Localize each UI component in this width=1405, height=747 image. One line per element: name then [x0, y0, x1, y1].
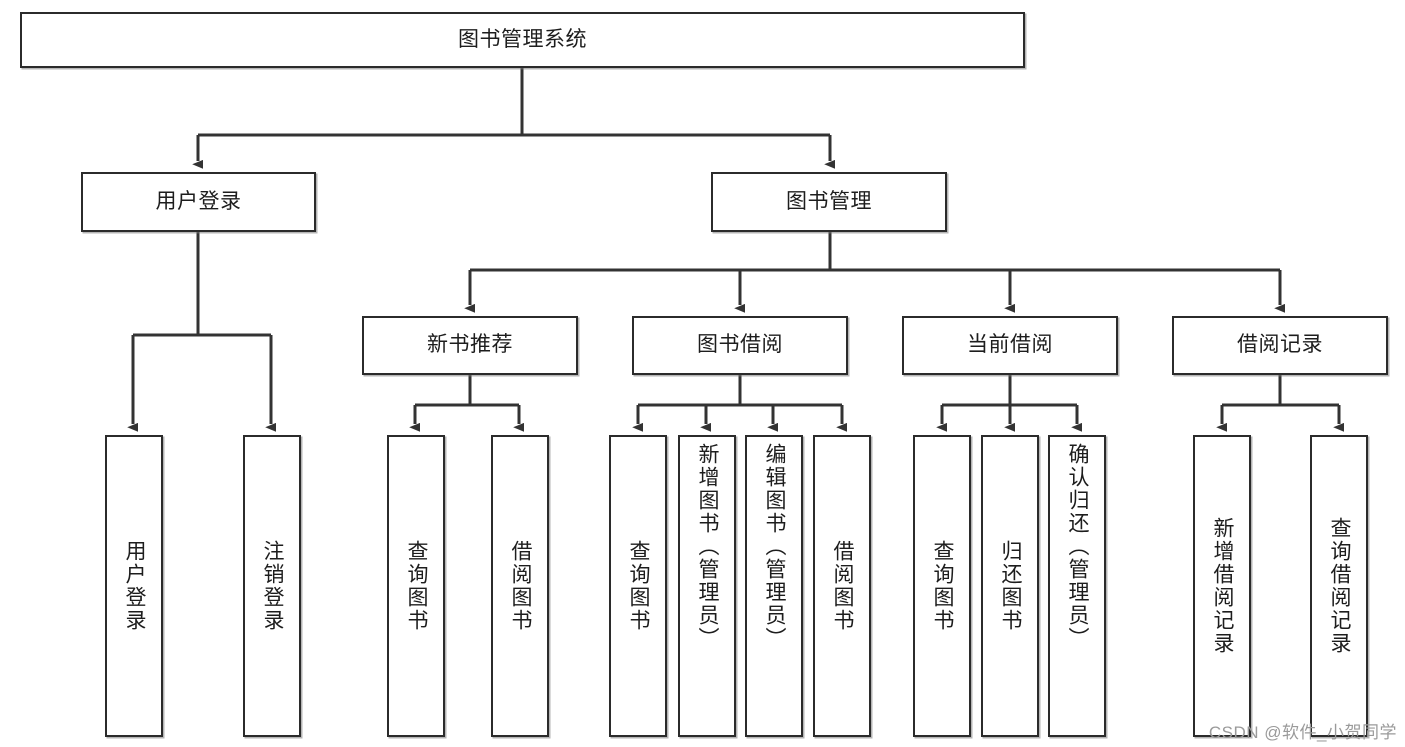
leaf-new-book-query[interactable]: 查询图书: [387, 435, 445, 737]
node-label: 查询借阅记录: [1328, 517, 1352, 655]
node-book-management[interactable]: 图书管理: [711, 172, 947, 232]
leaf-user-login-signin[interactable]: 用户登录: [105, 435, 163, 737]
node-label: 借阅记录: [1237, 333, 1323, 357]
node-label: 用户登录: [155, 189, 242, 213]
node-book-borrow[interactable]: 图书借阅: [632, 316, 848, 375]
node-current-borrow[interactable]: 当前借阅: [902, 316, 1118, 375]
node-label: 确认归还（管理员）: [1066, 443, 1090, 650]
node-label: 查询图书: [405, 540, 429, 632]
leaf-new-book-borrow[interactable]: 借阅图书: [491, 435, 549, 737]
leaf-current-return-book[interactable]: 归还图书: [981, 435, 1039, 737]
node-label: 图书管理: [786, 189, 872, 213]
node-label: 新增借阅记录: [1211, 517, 1235, 655]
leaf-user-login-signout[interactable]: 注销登录: [243, 435, 301, 737]
node-label: 查询图书: [627, 540, 651, 632]
node-label: 编辑图书（管理员）: [763, 443, 787, 650]
node-user-login[interactable]: 用户登录: [81, 172, 316, 232]
node-label: 归还图书: [999, 540, 1023, 632]
leaf-current-query-book[interactable]: 查询图书: [913, 435, 971, 737]
node-label: 用户登录: [123, 540, 147, 632]
node-label: 借阅图书: [509, 540, 533, 632]
node-label: 当前借阅: [967, 333, 1053, 357]
node-label: 借阅图书: [831, 540, 855, 632]
leaf-records-add-record[interactable]: 新增借阅记录: [1193, 435, 1251, 737]
csdn-watermark: CSDN @软件_小贺同学: [1208, 723, 1397, 742]
node-label: 注销登录: [261, 540, 285, 632]
leaf-current-confirm-return-admin[interactable]: 确认归还（管理员）: [1048, 435, 1106, 737]
node-borrow-records[interactable]: 借阅记录: [1172, 316, 1388, 375]
node-label: 查询图书: [931, 540, 955, 632]
node-label: 图书借阅: [697, 333, 783, 357]
leaf-borrow-edit-book-admin[interactable]: 编辑图书（管理员）: [745, 435, 803, 737]
node-new-book-recommend[interactable]: 新书推荐: [362, 316, 578, 375]
node-label: 新增图书（管理员）: [696, 443, 720, 650]
leaf-records-query-record[interactable]: 查询借阅记录: [1310, 435, 1368, 737]
leaf-borrow-add-book-admin[interactable]: 新增图书（管理员）: [678, 435, 736, 737]
node-root-system[interactable]: 图书管理系统: [20, 12, 1025, 68]
node-label: 图书管理系统: [458, 27, 587, 51]
leaf-borrow-query-book[interactable]: 查询图书: [609, 435, 667, 737]
leaf-borrow-borrow-book[interactable]: 借阅图书: [813, 435, 871, 737]
node-label: 新书推荐: [427, 333, 513, 357]
